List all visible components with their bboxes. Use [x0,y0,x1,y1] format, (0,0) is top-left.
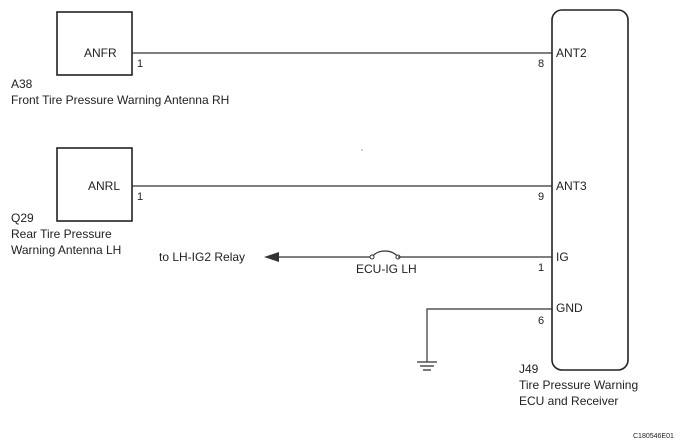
stray-mark [361,149,363,151]
wire-gnd [426,308,552,362]
rear-antenna-pin: 1 [137,191,143,203]
ecu-pin-ant2: 8 [538,58,544,70]
rear-antenna-name-line2: Warning Antenna LH [11,243,121,257]
ecu-terminal-ig: IG [556,250,569,264]
arrow-left-icon [264,252,279,262]
front-antenna-terminal-name: ANFR [84,46,117,60]
ecu-name-line1: Tire Pressure Warning [519,378,638,392]
fuse-label: ECU-IG LH [356,262,417,276]
ecu-pin-ig: 1 [538,262,544,274]
front-antenna-box [56,11,133,76]
ecu-pin-ant3: 9 [538,191,544,203]
fuse-terminal-left [369,254,375,260]
ecu-terminal-ant2: ANT2 [556,46,587,60]
ecu-terminal-gnd: GND [556,301,583,315]
front-antenna-pin: 1 [137,58,143,70]
rear-antenna-name-line1: Rear Tire Pressure [11,227,112,241]
front-antenna-code: A38 [11,77,33,91]
figure-id: C180546E01 [633,433,674,440]
rear-antenna-terminal-name: ANRL [88,179,120,193]
ecu-box [551,9,629,371]
ecu-pin-gnd: 6 [538,315,544,327]
rear-antenna-box [56,147,133,222]
ecu-code: J49 [519,362,539,376]
ground-icon [417,361,437,371]
relay-link-label: to LH-IG2 Relay [159,250,245,264]
front-antenna-name: Front Tire Pressure Warning Antenna RH [11,93,229,107]
fuse-icon [371,250,399,258]
ecu-name-line2: ECU and Receiver [519,394,618,408]
rear-antenna-code: Q29 [11,211,34,225]
ecu-terminal-ant3: ANT3 [556,179,587,193]
